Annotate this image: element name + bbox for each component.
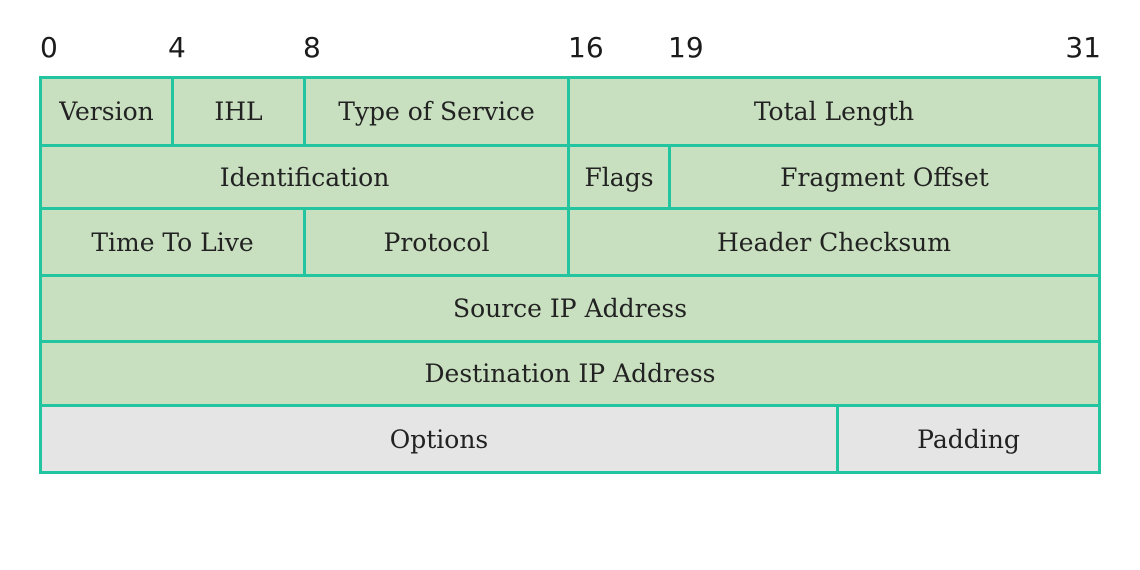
bit-position-16: 16 [568, 31, 604, 64]
bit-position-4: 4 [168, 31, 186, 64]
field-fragment-offset: Fragment Offset [668, 144, 1101, 210]
field-ihl: IHL [171, 76, 306, 147]
field-total-length: Total Length [567, 76, 1101, 147]
bit-position-31: 31 [1065, 31, 1101, 64]
field-header-checksum: Header Checksum [567, 207, 1101, 277]
field-type-of-service: Type of Service [303, 76, 570, 147]
field-options: Options [39, 404, 839, 474]
bit-position-19: 19 [668, 31, 704, 64]
field-identification: Identification [39, 144, 570, 210]
field-time-to-live: Time To Live [39, 207, 306, 277]
field-protocol: Protocol [303, 207, 570, 277]
field-flags: Flags [567, 144, 671, 210]
bit-position-0: 0 [40, 31, 58, 64]
bit-position-8: 8 [303, 31, 321, 64]
ipv4-header-diagram: Version IHL Type of Service Total Length… [39, 76, 1101, 474]
field-version: Version [39, 76, 174, 147]
field-destination-ip-address: Destination IP Address [39, 340, 1101, 407]
field-padding: Padding [836, 404, 1101, 474]
field-source-ip-address: Source IP Address [39, 274, 1101, 343]
